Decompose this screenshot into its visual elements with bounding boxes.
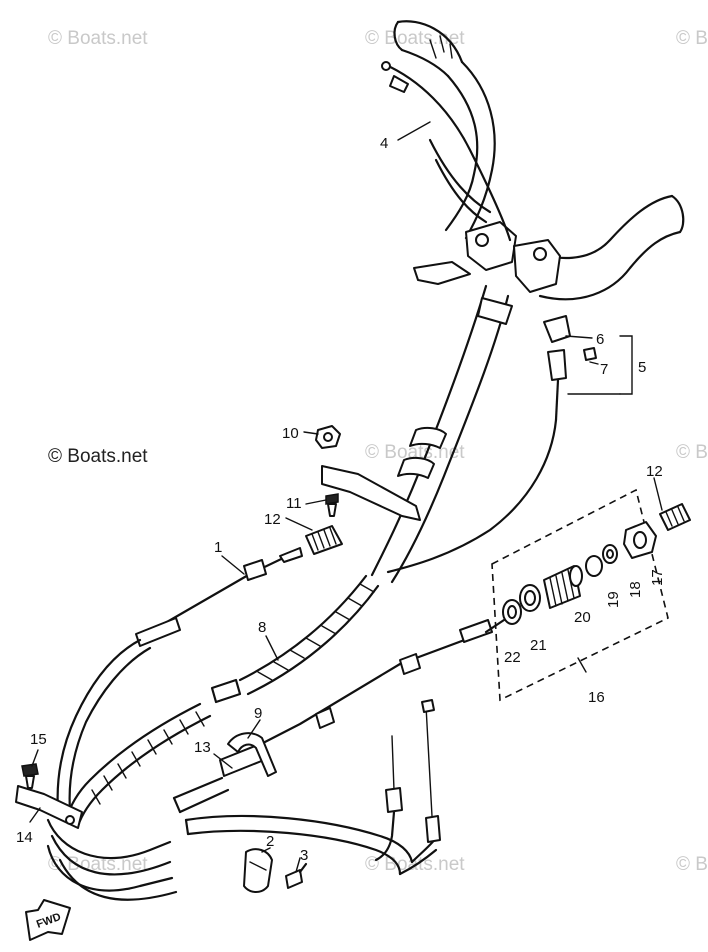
cable-1 [56, 547, 303, 812]
callout-9: 9 [254, 705, 262, 722]
callout-18: 18 [627, 581, 644, 598]
cable-4 [381, 61, 512, 242]
callout-8: 8 [258, 619, 266, 636]
callout-19: 19 [605, 591, 622, 608]
callout-2: 2 [266, 833, 274, 850]
callout-13: 13 [194, 739, 211, 756]
callout-15: 15 [30, 731, 47, 748]
bolt-11 [325, 493, 339, 517]
adjuster-12-left [305, 525, 343, 555]
callout-16: 16 [588, 689, 605, 706]
assembly-16-parts [484, 503, 691, 634]
rods [374, 699, 441, 862]
clip-9 [227, 732, 277, 777]
steering-column [321, 284, 513, 584]
bolt-15 [21, 763, 39, 789]
watermark-mid-left: © Boats.net [48, 446, 148, 467]
callout-14: 14 [16, 829, 33, 846]
cable-13 [172, 619, 493, 814]
callout-4: 4 [380, 135, 388, 152]
fwd-arrow-icon: FWD [25, 899, 71, 941]
knob-assembly [386, 315, 633, 574]
callout-17: 17 [649, 569, 666, 586]
leader-lines [29, 121, 663, 873]
watermark-mid-right: © Boats.net [676, 442, 708, 463]
watermarks: © Boats.net © Boats.net © Boats.net © Bo… [48, 28, 708, 875]
clamp-2 [243, 848, 273, 893]
callout-12-right: 12 [646, 463, 663, 480]
bracket-14 [15, 785, 83, 829]
callout-12-left: 12 [264, 511, 281, 528]
callout-3: 3 [300, 847, 308, 864]
spiral-wrap-8 [64, 574, 380, 828]
callout-20: 20 [574, 609, 591, 626]
callout-5: 5 [638, 359, 646, 376]
callout-22: 22 [504, 649, 521, 666]
callout-7: 7 [600, 361, 608, 378]
handlebar [393, 20, 685, 301]
screw-3 [285, 862, 308, 889]
callout-11: 11 [286, 495, 302, 512]
lower-hoses [46, 814, 438, 901]
callout-1: 1 [214, 539, 222, 556]
callout-10: 10 [282, 425, 299, 442]
nut-10 [315, 425, 341, 449]
watermark-bottom-left: © Boats.net [48, 854, 148, 875]
assembly-16-outline [491, 488, 669, 702]
callouts: 1 2 3 4 5 6 7 8 9 10 11 12 12 13 14 15 1… [16, 135, 666, 864]
watermark-top-right: © Boats.net [676, 28, 708, 49]
watermark-bottom-right: © Boats.net [676, 854, 708, 875]
watermark-top-left: © Boats.net [48, 28, 148, 49]
callout-21: 21 [530, 637, 547, 654]
callout-6: 6 [596, 331, 604, 348]
